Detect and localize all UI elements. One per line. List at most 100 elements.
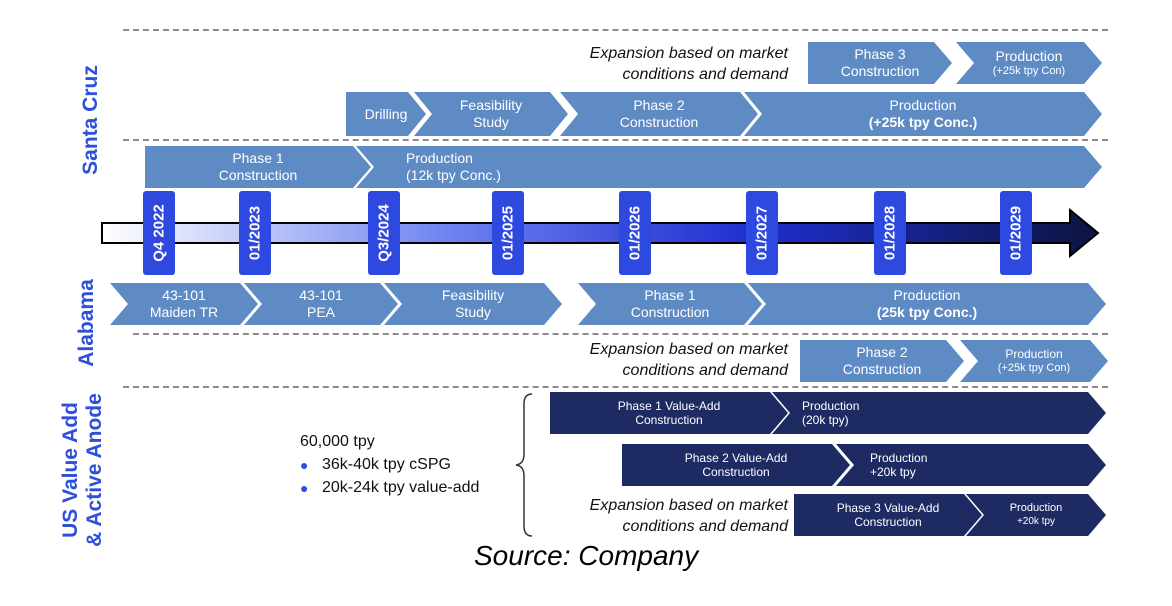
expansion-note-line1: Expansion based on market [589, 497, 788, 514]
region-label-us-value-add-line1: US Value Add [59, 402, 82, 538]
arrow-text-line1: Phase 1 Value-Add [617, 398, 721, 413]
value-add-bullet-text: 36k-40k tpy cSPG [322, 456, 451, 474]
arrow-text-line2: Construction [635, 413, 703, 427]
bullet-icon: ● [300, 479, 309, 496]
milestone-label: 01/2028 [881, 205, 899, 261]
expansion-note-santa-cruz: Expansion based on market conditions and… [548, 44, 788, 86]
value-add-phase3-construction-arrow: Phase 3 Value-Add Construction [794, 494, 982, 536]
value-add-bullet: ● 20k-24k tpy value-add [300, 476, 479, 499]
expansion-note-line2: conditions and demand [622, 361, 788, 379]
arrow-text-line2: PEA [306, 304, 335, 320]
expansion-note-line1: Expansion based on market [589, 341, 788, 358]
santa-cruz-production-arrow: Production (12k tpy Conc.) [356, 146, 1102, 188]
region-label-us-value-add: US Value Add & Active Anode [59, 390, 111, 550]
arrow-text-line1: Phase 3 Value-Add [836, 500, 940, 515]
arrow-text-line1: Production [893, 287, 961, 304]
milestone-label: Q3/2024 [375, 204, 393, 262]
alabama-pea-arrow: 43-101 PEA [244, 283, 398, 325]
santa-cruz-phase1-construction-arrow: Phase 1 Construction [145, 146, 371, 188]
arrow-text-line1: Phase 2 [633, 97, 685, 114]
value-add-phase2-construction-arrow: Phase 2 Value-Add Construction [622, 444, 850, 486]
arrow-text-line2: Construction [842, 361, 922, 377]
arrow-text-line2: Construction [840, 63, 920, 79]
arrow-text-line2: (+25k tpy Conc.) [868, 114, 978, 130]
arrow-text-line1: Drilling [364, 105, 408, 122]
separator-value-add [123, 386, 1108, 388]
arrow-text-line2: Maiden TR [149, 304, 219, 320]
arrow-text-line2: +20k tpy [870, 465, 916, 479]
expansion-note-line2: conditions and demand [622, 65, 788, 83]
milestone-01-2029: 01/2029 [1000, 191, 1032, 275]
santa-cruz-drilling-arrow: Drilling [346, 92, 426, 136]
arrow-text-line1: 43-101 [162, 287, 206, 304]
value-add-phase3-production-arrow: Production +20k tpy [966, 494, 1106, 536]
alabama-expansion-production-arrow: Production (+25k tpy Con) [960, 340, 1108, 382]
arrow-text-line2: +20k tpy [1016, 515, 1056, 527]
milestone-label: 01/2025 [499, 205, 517, 261]
milestone-label: 01/2029 [1007, 205, 1025, 261]
milestone-label: 01/2027 [753, 205, 771, 261]
arrow-text-line1: Production [802, 398, 860, 413]
milestone-q3-2024: Q3/2024 [368, 191, 400, 275]
arrow-text-line1: Production [889, 97, 957, 114]
milestone-01-2028: 01/2028 [874, 191, 906, 275]
arrow-text-line1: 43-101 [299, 287, 343, 304]
arrow-text-line2: (20k tpy) [802, 413, 849, 427]
alabama-feasibility-arrow: Feasibility Study [384, 283, 562, 325]
alabama-phase2-construction-arrow: Phase 2 Construction [800, 340, 964, 382]
expansion-note-line1: Expansion based on market [589, 45, 788, 62]
arrow-text-line1: Production [995, 48, 1063, 64]
arrow-text-line1: Phase 3 [854, 46, 906, 63]
santa-cruz-expansion-production-arrow: Production (+25k tpy Con) [956, 42, 1102, 84]
bullet-icon: ● [300, 456, 309, 473]
milestone-label: Q4 2022 [150, 204, 168, 262]
milestone-label: 01/2023 [246, 205, 264, 261]
separator-alabama [133, 333, 1108, 335]
santa-cruz-production-expansion-arrow: Production (+25k tpy Conc.) [744, 92, 1102, 136]
arrow-text-line2: Construction [619, 114, 699, 130]
arrow-text-line2: Study [455, 304, 491, 320]
value-add-bullet-text: 20k-24k tpy value-add [322, 479, 480, 497]
milestone-01-2023: 01/2023 [239, 191, 271, 275]
value-add-bullet: ● 36k-40k tpy cSPG [300, 453, 479, 476]
arrow-text-line1: Feasibility [459, 97, 523, 114]
arrow-text-line2: Construction [702, 465, 770, 479]
separator-santa-cruz [123, 139, 1108, 141]
expansion-note-alabama: Expansion based on market conditions and… [548, 340, 788, 382]
arrow-text-line1: Production [406, 150, 473, 167]
alabama-maiden-tr-arrow: 43-101 Maiden TR [110, 283, 258, 325]
value-add-capacity: 60,000 tpy [300, 433, 375, 450]
arrow-text-line1: Phase 1 [644, 287, 696, 304]
arrow-text-line1: Phase 1 [232, 150, 284, 167]
value-add-phase1-construction-arrow: Phase 1 Value-Add Construction [550, 392, 788, 434]
arrow-text-line2: Construction [630, 304, 710, 320]
expansion-note-line2: conditions and demand [622, 517, 788, 535]
value-add-phase1-production-arrow: Production (20k tpy) [772, 392, 1106, 434]
milestone-q4-2022: Q4 2022 [143, 191, 175, 275]
santa-cruz-phase3-construction-arrow: Phase 3 Construction [808, 42, 952, 84]
arrow-text-line2: (25k tpy Conc.) [876, 304, 978, 320]
arrow-text-line2: Study [473, 114, 509, 130]
arrow-text-line2: (+25k tpy Con) [992, 64, 1066, 77]
arrow-text-line1: Feasibility [441, 287, 505, 304]
curly-brace [515, 393, 533, 537]
source-caption: Source: Company [474, 540, 699, 571]
region-label-us-value-add-line2: & Active Anode [83, 393, 107, 547]
arrow-text-line1: Phase 2 [856, 344, 908, 361]
santa-cruz-phase2-construction-arrow: Phase 2 Construction [560, 92, 758, 136]
separator-top [123, 29, 1108, 31]
alabama-phase1-construction-arrow: Phase 1 Construction [578, 283, 762, 325]
milestone-01-2025: 01/2025 [492, 191, 524, 275]
value-add-capacity-list: 60,000 tpy ● 36k-40k tpy cSPG ● 20k-24k … [300, 430, 479, 500]
santa-cruz-feasibility-arrow: Feasibility Study [414, 92, 568, 136]
milestone-label: 01/2026 [626, 205, 644, 261]
region-label-santa-cruz: Santa Cruz [79, 65, 102, 175]
arrow-text-line1: Production [1009, 502, 1063, 515]
arrow-text-line1: Phase 2 Value-Add [684, 450, 788, 465]
arrow-text-line2: Construction [854, 515, 922, 529]
milestone-01-2026: 01/2026 [619, 191, 651, 275]
value-add-phase2-production-arrow: Production +20k tpy [836, 444, 1106, 486]
alabama-production-arrow: Production (25k tpy Conc.) [748, 283, 1106, 325]
arrow-text-line2: Construction [218, 167, 298, 183]
